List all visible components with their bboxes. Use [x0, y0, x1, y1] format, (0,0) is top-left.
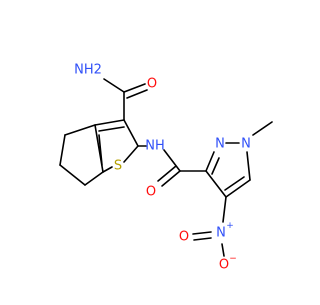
- bond-amidecarbon-o-double: [157, 165, 177, 182]
- bond-nitro-o2: [221, 243, 225, 257]
- bond-c3a-c3-double: [98, 126, 125, 132]
- bond-carbonyl-o-double: [126, 89, 148, 99]
- atom-labels: NH2 O NH S O N N N + O O −: [74, 63, 251, 273]
- bond-c5-c6: [59, 164, 86, 186]
- bond-c4p-c3p: [205, 170, 227, 198]
- bond-c6-c6a: [84, 171, 104, 186]
- bond-c5p-c4p: [225, 179, 251, 198]
- bond-carbonyl-nh2: [103, 78, 125, 93]
- bond-nitro-o1-double: [193, 237, 212, 241]
- label-amide2-o: O: [146, 185, 156, 200]
- bonds: [59, 78, 273, 257]
- bond-nh-amidecarbon: [163, 149, 181, 172]
- label-nitro-n-charge: +: [226, 221, 234, 231]
- label-nitro-o2: O: [219, 258, 229, 273]
- bond-carbonyl-o: [123, 83, 146, 93]
- label-nitro-o2-charge: −: [229, 254, 237, 264]
- bond-c6a-s: [102, 166, 113, 173]
- bond-n1p-methyl: [252, 121, 273, 136]
- bond-c3p-n2p: [205, 151, 215, 172]
- bond-n1p-c5p: [246, 151, 251, 181]
- structure-diagram: NH2 O NH S O N N N + O O −: [59, 63, 273, 273]
- bond-c6a-c3a-inner: [98, 134, 103, 166]
- label-thiophene-s: S: [114, 159, 122, 174]
- bond-c2-s: [123, 145, 139, 163]
- bond-c3a-c4: [64, 124, 96, 136]
- bond-c3p-n2p-double: [211, 157, 220, 175]
- bond-c4-c5: [59, 134, 66, 166]
- bond-c3-c2: [123, 119, 139, 147]
- bond-c3a-c3: [94, 119, 125, 126]
- label-nh2: NH2: [74, 63, 102, 78]
- bond-c4p-nitro: [222, 196, 227, 223]
- label-nitro-n: N: [216, 226, 226, 241]
- bond-c5p-c4p-double: [224, 176, 245, 191]
- molecule-canvas: NH2 O NH S O N N N + O O −: [59, 63, 273, 273]
- label-linker-nh: NH: [145, 139, 165, 154]
- bond-nitro-o1: [192, 231, 212, 235]
- bond-amidecarbon-o: [161, 170, 181, 187]
- label-nitro-o1: O: [179, 230, 189, 245]
- label-pyrazole-n2: N: [215, 137, 225, 152]
- label-amide1-o: O: [147, 77, 157, 92]
- label-pyrazole-n1: N: [241, 137, 251, 152]
